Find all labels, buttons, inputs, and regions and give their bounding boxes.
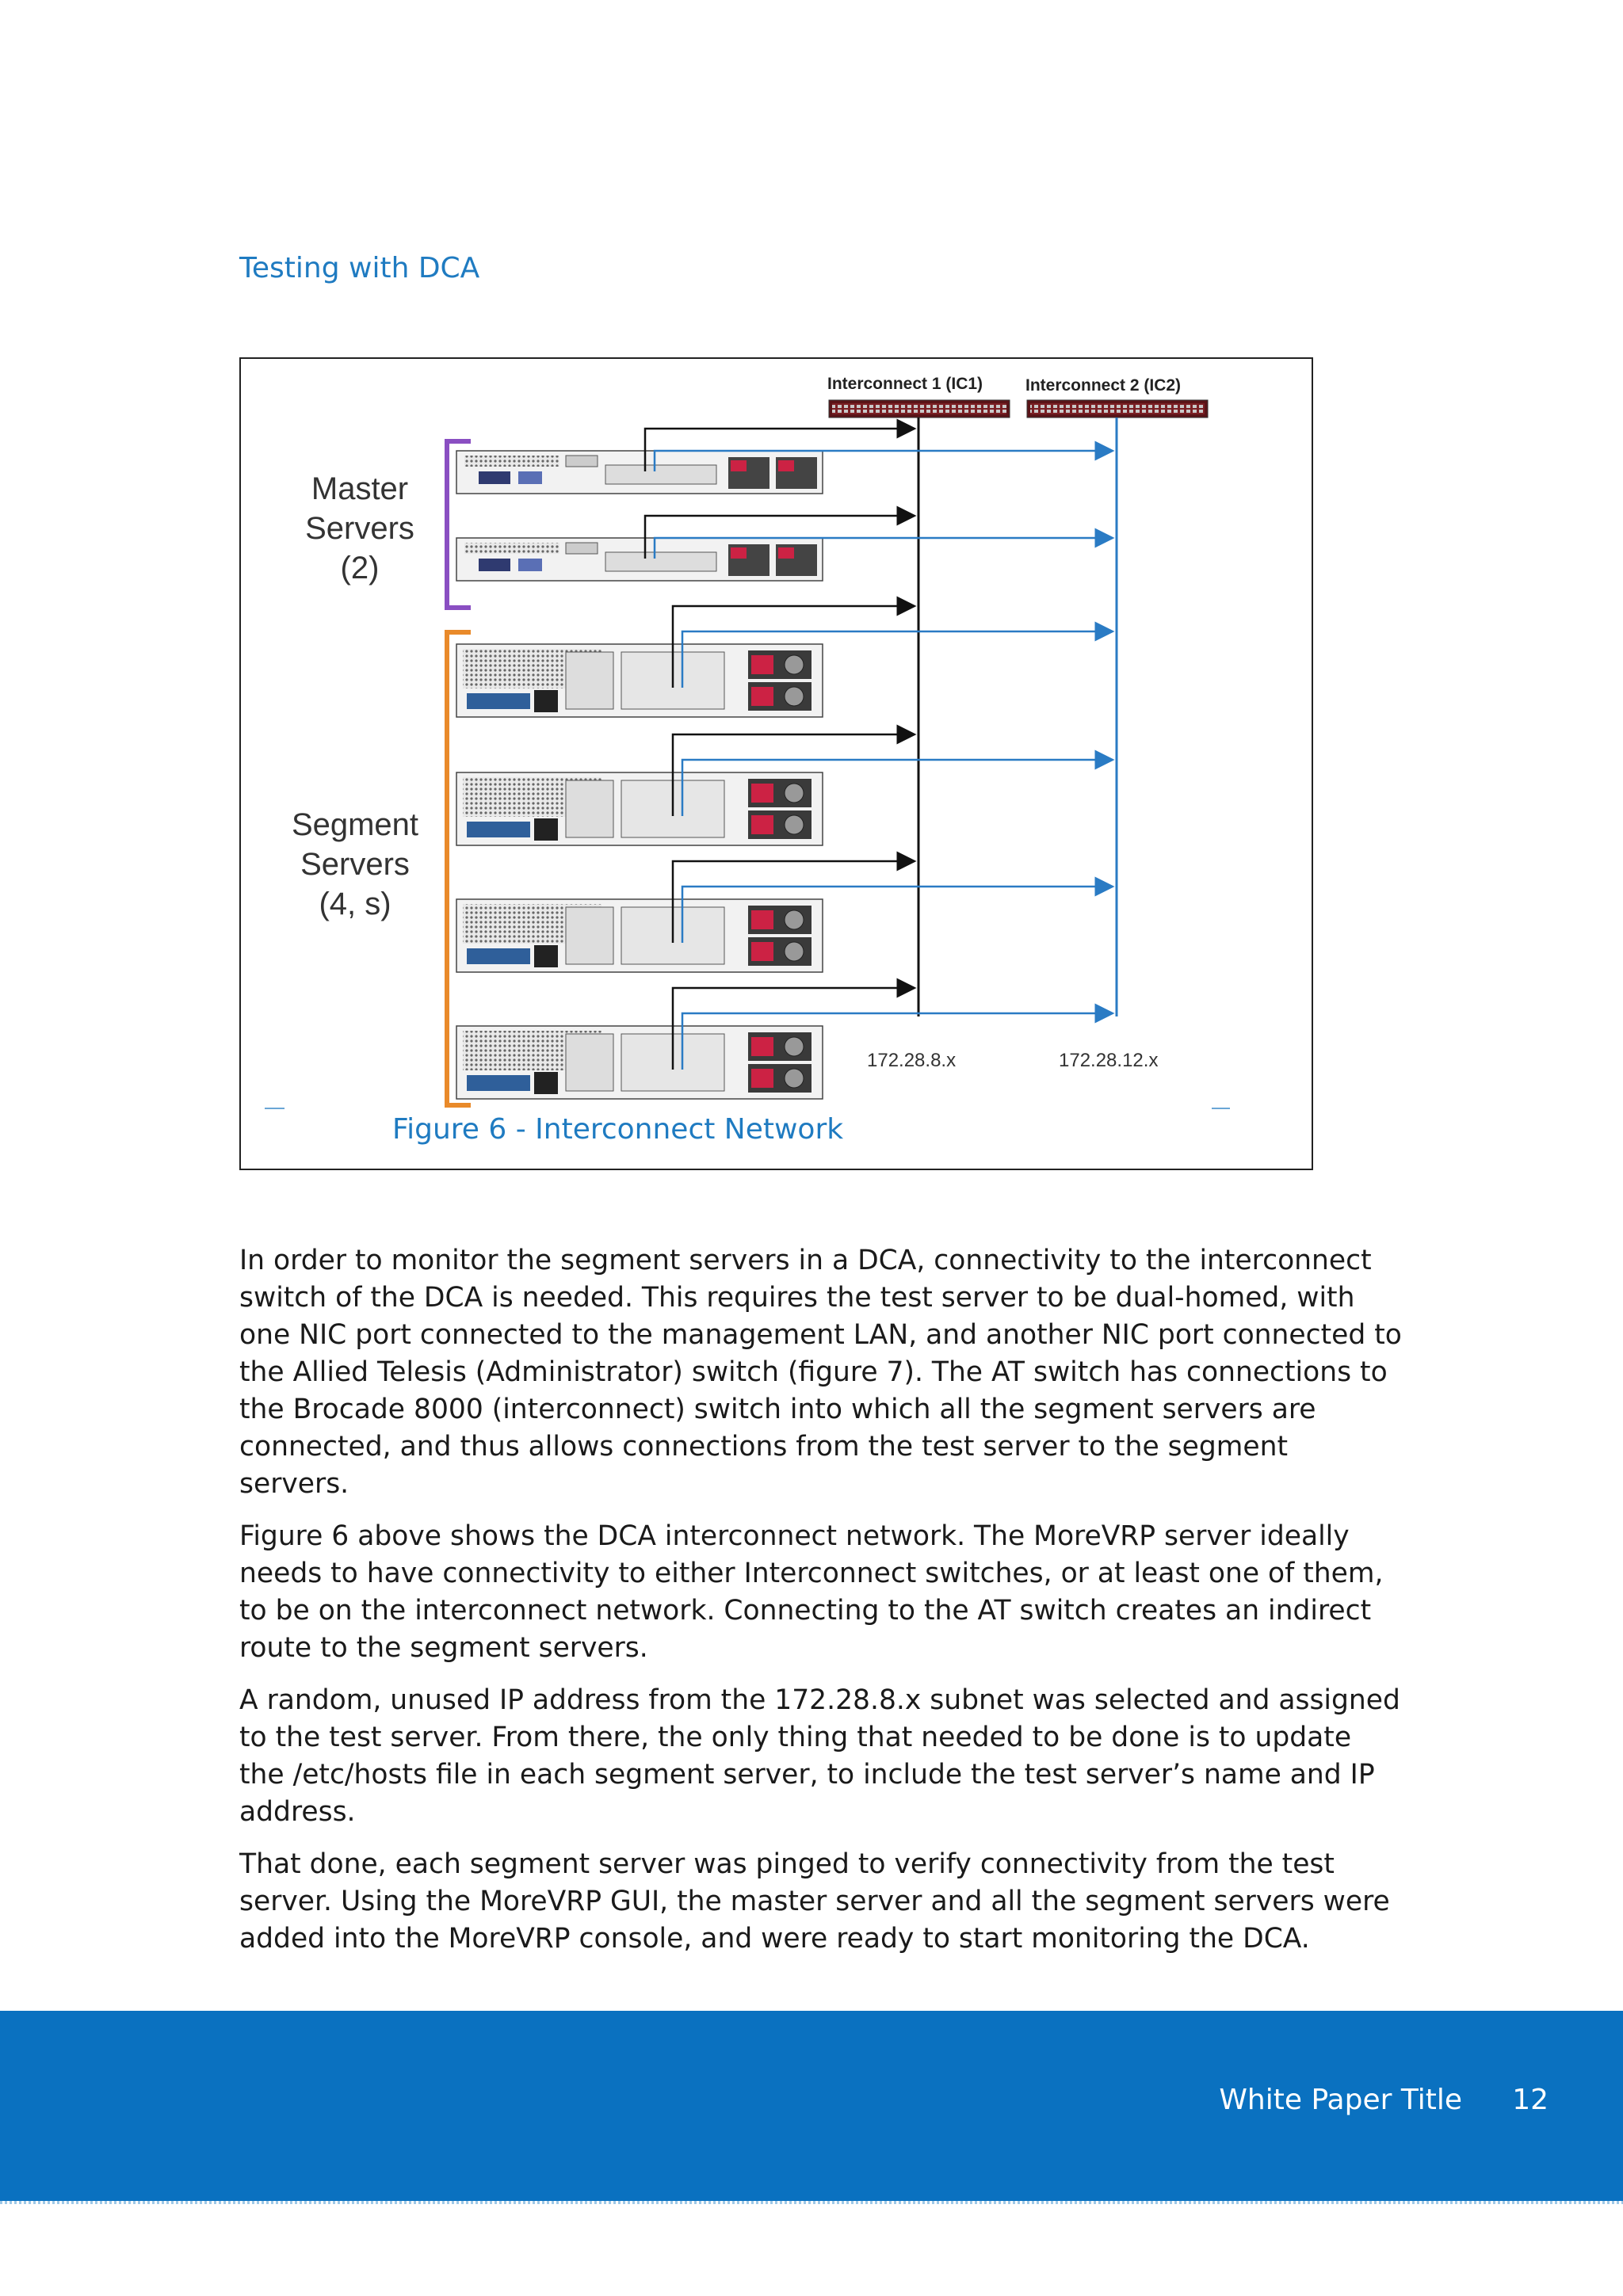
segment-label-line1: Segment (292, 807, 418, 842)
segment-label-line3: (4, s) (319, 887, 391, 921)
segment-server-4 (456, 978, 1115, 1100)
interconnect-diagram: Interconnect 1 (IC1) Interconnect 2 (IC2… (265, 375, 1230, 1109)
body-text: In order to monitor the segment servers … (239, 1242, 1404, 1973)
ic1-switch (828, 399, 1010, 418)
segment-2-ic1-link (671, 724, 917, 816)
footer-page-number: 12 (1512, 2084, 1549, 2116)
subnet-ic1-label: 172.28.8.x (867, 1050, 956, 1071)
figure-caption: Figure 6 - Interconnect Network (392, 1113, 844, 1146)
segment-3-ic2-link (681, 876, 1115, 943)
segment-1-ic1-link (671, 596, 917, 688)
segment-3-ic1-link (671, 851, 917, 943)
segment-2-ic2-link (681, 749, 1115, 816)
paragraph-3: A random, unused IP address from the 172… (239, 1684, 1400, 1828)
segment-server-2 (456, 724, 1115, 846)
segment-bracket (445, 630, 471, 1108)
section-heading: Testing with DCA (239, 252, 480, 284)
segment-4-ic2-link (681, 1003, 1115, 1070)
master-label-line3: (2) (341, 551, 380, 585)
footer-rule (0, 2201, 1623, 2204)
paragraph-1: In order to monitor the segment servers … (239, 1245, 1402, 1500)
segment-server-1 (456, 596, 1115, 718)
paragraph-2: Figure 6 above shows the DCA interconnec… (239, 1520, 1384, 1664)
segment-label-line2: Servers (300, 847, 410, 882)
footer-bar (0, 2011, 1623, 2201)
footer-title: White Paper Title (1219, 2084, 1462, 2116)
ic2-switch (1026, 399, 1209, 418)
master-server-2 (456, 505, 1115, 582)
master-2-ic1-link (643, 505, 917, 559)
segment-server-3 (456, 851, 1115, 973)
ic1-label: Interconnect 1 (IC1) (827, 375, 983, 393)
master-1-ic2-link (653, 441, 1115, 471)
master-server-1 (456, 418, 1115, 494)
ic2-label: Interconnect 2 (IC2) (1025, 376, 1181, 395)
master-2-ic2-link (653, 528, 1115, 559)
master-label-line2: Servers (305, 511, 414, 546)
subnet-ic2-label: 172.28.12.x (1059, 1050, 1158, 1071)
segment-4-ic1-link (671, 978, 917, 1070)
master-label-line1: Master (311, 471, 408, 506)
master-1-ic1-link (643, 418, 917, 471)
paragraph-4: That done, each segment server was pinge… (239, 1848, 1390, 1955)
master-bracket (445, 439, 471, 610)
segment-1-ic2-link (681, 621, 1115, 688)
interconnect-figure: Interconnect 1 (IC1) Interconnect 2 (IC2… (239, 357, 1313, 1170)
